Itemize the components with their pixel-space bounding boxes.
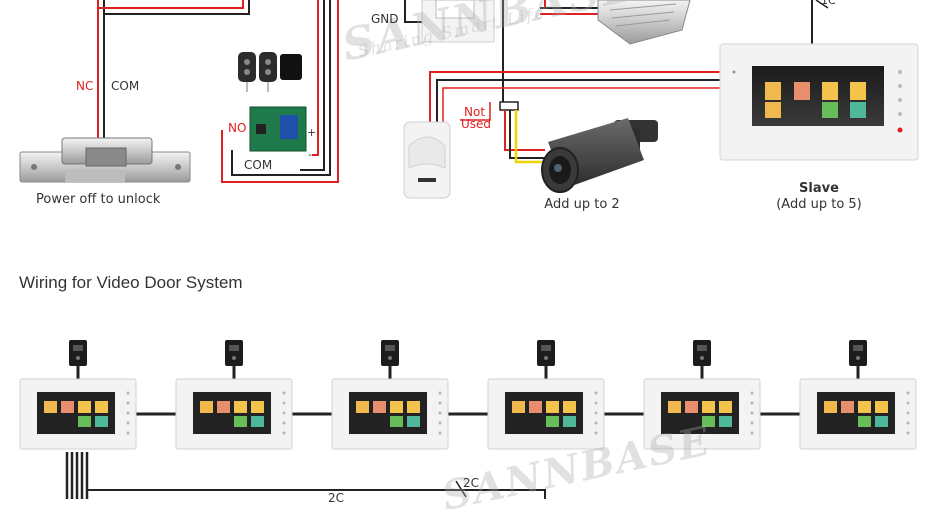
- remote-plus-label: +: [307, 126, 317, 139]
- monitor-unit: [487, 340, 605, 450]
- slave-wire-label: 1C: [821, 0, 836, 7]
- indoor-monitor: [643, 378, 761, 450]
- indoor-monitor: [19, 378, 137, 450]
- outdoor-camera-unit: [381, 340, 399, 379]
- indoor-monitor: [175, 378, 293, 450]
- slave-monitor: [719, 43, 919, 161]
- outdoor-camera-unit: [849, 340, 867, 379]
- monitor-row: [19, 340, 917, 450]
- outdoor-camera-unit: [693, 340, 711, 379]
- camera-caption: Add up to 2: [544, 197, 620, 212]
- top-wires: [97, 0, 829, 183]
- remote-com-label: COM: [244, 158, 273, 172]
- motion-sensor: [403, 121, 451, 199]
- sensor-not-label: Not: [464, 105, 486, 119]
- remote-minus-label: -: [308, 148, 312, 161]
- monitor-unit: [331, 340, 449, 450]
- remote-no-label: NO: [228, 121, 247, 135]
- section-title: Wiring for Video Door System: [19, 273, 243, 292]
- power-supply: [597, 0, 691, 45]
- wiring-diagram: [19, 0, 919, 499]
- lock-com-label: COM: [111, 79, 140, 93]
- monitor-unit: [19, 340, 137, 450]
- bullet-camera: [541, 118, 658, 193]
- lock-nc-label: NC: [76, 79, 94, 93]
- wire-label-2c-b: 2C: [328, 491, 345, 505]
- slave-subtitle: (Add up to 5): [776, 197, 862, 212]
- outdoor-camera-unit: [537, 340, 555, 379]
- monitor-unit: [175, 340, 293, 450]
- electric-strike-lock: [19, 137, 191, 183]
- indoor-monitor: [487, 378, 605, 450]
- indoor-monitor: [799, 378, 917, 450]
- wire-label-2c-a: 2C: [463, 476, 480, 490]
- sensor-used-label: Used: [461, 117, 492, 131]
- bottom-chain-wires: [65, 412, 802, 499]
- monitor-unit: [643, 340, 761, 450]
- exit-button-gnd-label: GND: [371, 12, 399, 26]
- indoor-monitor: [331, 378, 449, 450]
- exit-button: [421, 0, 495, 43]
- remote-control-kit: [238, 52, 307, 152]
- slave-title: Slave: [799, 181, 839, 196]
- outdoor-camera-unit: [69, 340, 87, 379]
- outdoor-camera-unit: [225, 340, 243, 379]
- monitor-unit: [799, 340, 917, 450]
- lock-caption: Power off to unlock: [36, 192, 161, 207]
